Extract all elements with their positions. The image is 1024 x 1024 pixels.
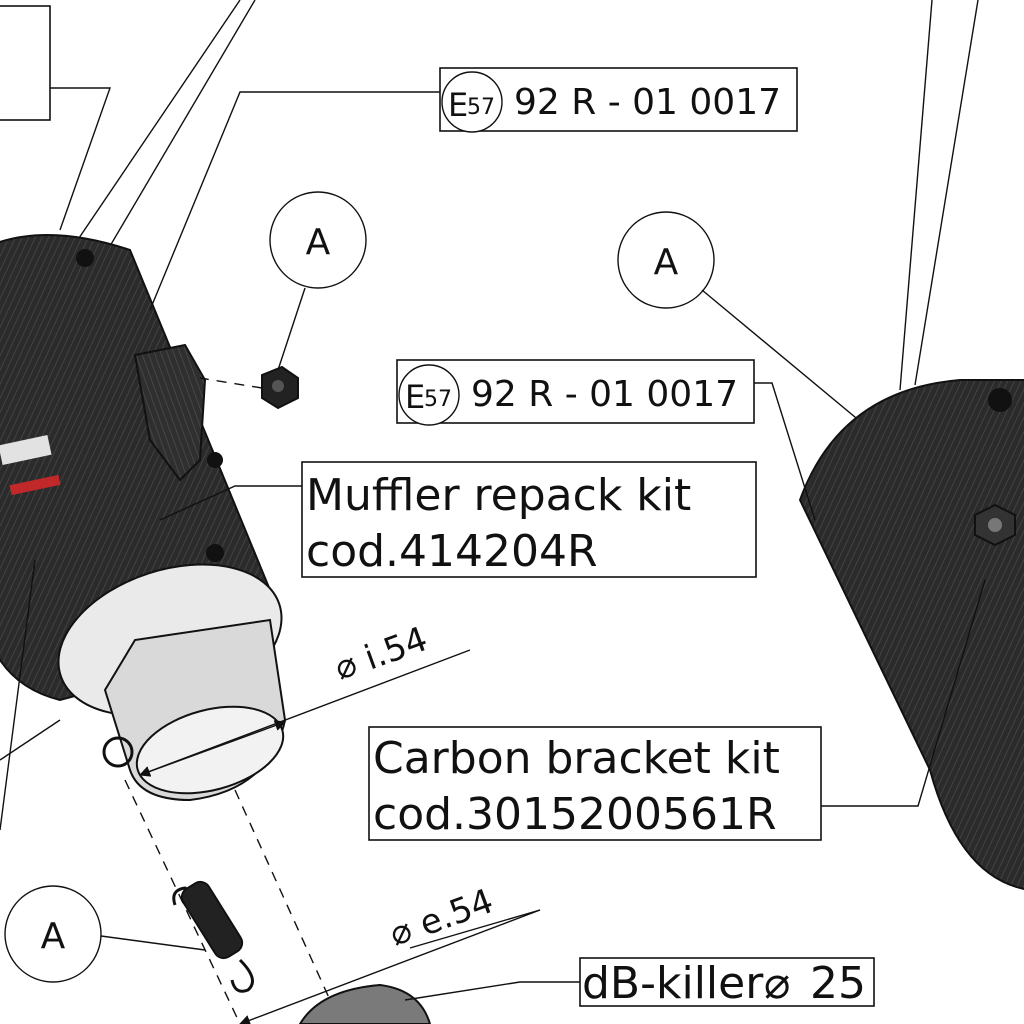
top-left-callout-box	[0, 5, 51, 121]
svg-text:⌀: ⌀	[384, 910, 417, 955]
inner-diameter-value: i.54	[359, 619, 432, 678]
detail-ref-2-label: A	[654, 242, 679, 283]
svg-text:57: 57	[467, 95, 495, 120]
leader-e-mark-1	[149, 91, 440, 311]
carbon-bracket-kit-callout: Carbon bracket kit cod.3015200561R	[368, 726, 822, 841]
carbon-kit-line2: cod.3015200561R	[373, 789, 777, 840]
detail-ref-circle-3	[4, 885, 102, 983]
nut-part	[261, 365, 299, 410]
detail-ref-circle-2	[617, 211, 715, 309]
leader-ref-3	[100, 935, 206, 951]
db-killer-diameter: 25	[810, 958, 866, 1009]
detail-ref-3-label: A	[41, 916, 66, 957]
spring-part	[172, 880, 254, 993]
e-mark-callout-1: E 57 92 R - 01 0017	[439, 67, 798, 133]
svg-text:⌀: ⌀	[329, 644, 362, 689]
leader-top	[89, 0, 256, 281]
db-killer-callout: dB-killer ⌀ 25	[579, 957, 875, 1009]
detail-ref-1-label: A	[306, 222, 331, 263]
db-killer-part	[298, 983, 432, 1024]
leader-right-1	[899, 0, 933, 391]
svg-text:⌀: ⌀	[764, 958, 791, 1009]
carbon-kit-line1: Carbon bracket kit	[373, 733, 780, 784]
leader-left-1	[0, 719, 61, 761]
axis-right	[234, 789, 331, 1001]
e-mark-code-2: 92 R - 01 0017	[471, 374, 738, 415]
db-killer-label: dB-killer	[582, 958, 764, 1009]
leader-top-left	[50, 87, 111, 231]
muffler-repack-kit-callout: Muffler repack kit cod.414204R	[301, 461, 757, 578]
nut-axis	[199, 377, 263, 389]
leader-db-killer	[404, 981, 580, 1001]
e-mark-code-1: 92 R - 01 0017	[514, 82, 781, 123]
svg-text:E: E	[448, 86, 468, 124]
e-mark-callout-2: E 57 92 R - 01 0017	[396, 359, 755, 426]
leader-muffler-kit	[159, 485, 302, 521]
muffler-kit-line2: cod.414204R	[306, 526, 598, 577]
svg-text:E: E	[405, 378, 425, 416]
svg-text:57: 57	[424, 387, 452, 412]
leader-right-2	[914, 0, 979, 386]
left-muffler	[0, 234, 287, 802]
right-muffler	[798, 379, 1024, 890]
leader-left-2	[0, 559, 36, 831]
leader-e-mark-2	[754, 382, 816, 521]
leader-carbon-kit	[821, 579, 986, 807]
muffler-kit-line1: Muffler repack kit	[306, 470, 691, 521]
detail-ref-circle-1	[269, 191, 367, 289]
leader-ref-1	[277, 287, 306, 371]
